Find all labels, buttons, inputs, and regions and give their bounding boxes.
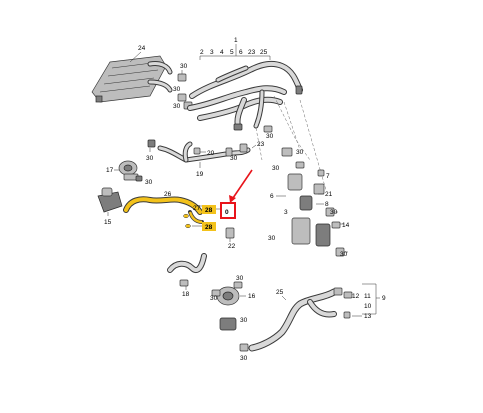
callout-30-e: 30 <box>146 155 154 162</box>
callout-30-g: 30 <box>145 179 153 186</box>
callout-30-p: 30 <box>340 251 348 258</box>
callout-30-c: 30 <box>173 103 181 110</box>
callout-2: 2 <box>200 49 204 56</box>
red-arrow-head-icon <box>229 195 236 203</box>
callout-30-i: 30 <box>236 275 244 282</box>
group-bracket-1 <box>199 44 271 60</box>
callout-9: 9 <box>382 295 386 302</box>
callout-21: 21 <box>325 191 333 198</box>
callout-10: 10 <box>364 303 372 310</box>
red-arrow-line <box>232 169 253 199</box>
callout-25: 25 <box>276 289 284 296</box>
callout-3: 3 <box>284 209 288 216</box>
callout-18: 18 <box>182 291 190 298</box>
callout-6: 6 <box>270 193 274 200</box>
callout-12: 12 <box>352 293 360 300</box>
callout-24: 24 <box>138 45 146 52</box>
callout-15: 15 <box>104 219 112 226</box>
callout-11: 11 <box>364 293 371 300</box>
callout-28-a: 28 <box>205 207 213 214</box>
callout-30-k: 30 <box>240 355 248 362</box>
hose-harness-upper <box>187 60 303 133</box>
highlighted-hose-26 <box>123 196 204 229</box>
callout-30-h: 30 <box>210 295 218 302</box>
valve-block-right <box>281 147 345 257</box>
fitting-22 <box>225 227 235 239</box>
pump-17 <box>118 160 143 182</box>
callout-25: 25 <box>260 49 268 56</box>
callout-30-l: 30 <box>296 149 304 156</box>
callout-3: 3 <box>210 49 214 56</box>
callout-5: 5 <box>230 49 234 56</box>
callout-17: 17 <box>106 167 114 174</box>
highlight-box <box>220 202 236 219</box>
callout-30-j: 30 <box>240 317 248 324</box>
callout-28-b: 28 <box>205 224 213 231</box>
callout-30-o: 30 <box>268 235 276 242</box>
callout-0: 0 <box>225 209 229 216</box>
callout-30-d: 30 <box>266 133 274 140</box>
callout-20: 20 <box>207 150 215 157</box>
callout-4: 4 <box>220 49 224 56</box>
hose-25 <box>239 287 343 352</box>
callout-13: 13 <box>364 313 372 320</box>
clip-12 <box>343 291 353 299</box>
callout-23: 23 <box>248 49 256 56</box>
callout-19: 19 <box>196 171 204 178</box>
callout-16: 16 <box>248 293 256 300</box>
callout-7: 7 <box>326 173 330 180</box>
highlight-28-b <box>202 222 216 231</box>
hose-18 <box>167 253 207 287</box>
callout-27: 27 <box>193 205 201 212</box>
callout-8: 8 <box>325 201 329 208</box>
callout-23b: 23 <box>257 141 265 148</box>
group-bracket-9 <box>362 283 380 315</box>
callout-30-f: 30 <box>230 155 238 162</box>
callout-30-n: 30 <box>330 209 338 216</box>
callout-30-a: 30 <box>180 63 188 70</box>
callout-6: 6 <box>239 49 243 56</box>
pump-16 <box>211 281 243 331</box>
callout-22: 22 <box>228 243 236 250</box>
bracket-15 <box>97 187 123 213</box>
callout-14: 14 <box>342 222 350 229</box>
cooler-24 <box>91 55 173 103</box>
callout-30-b: 30 <box>173 86 181 93</box>
callout-1: 1 <box>234 37 238 44</box>
hose-19 <box>147 139 251 163</box>
callout-26: 26 <box>164 191 172 198</box>
highlight-28-a <box>202 205 216 214</box>
clip-13 <box>343 311 351 319</box>
callout-30-m: 30 <box>272 165 280 172</box>
